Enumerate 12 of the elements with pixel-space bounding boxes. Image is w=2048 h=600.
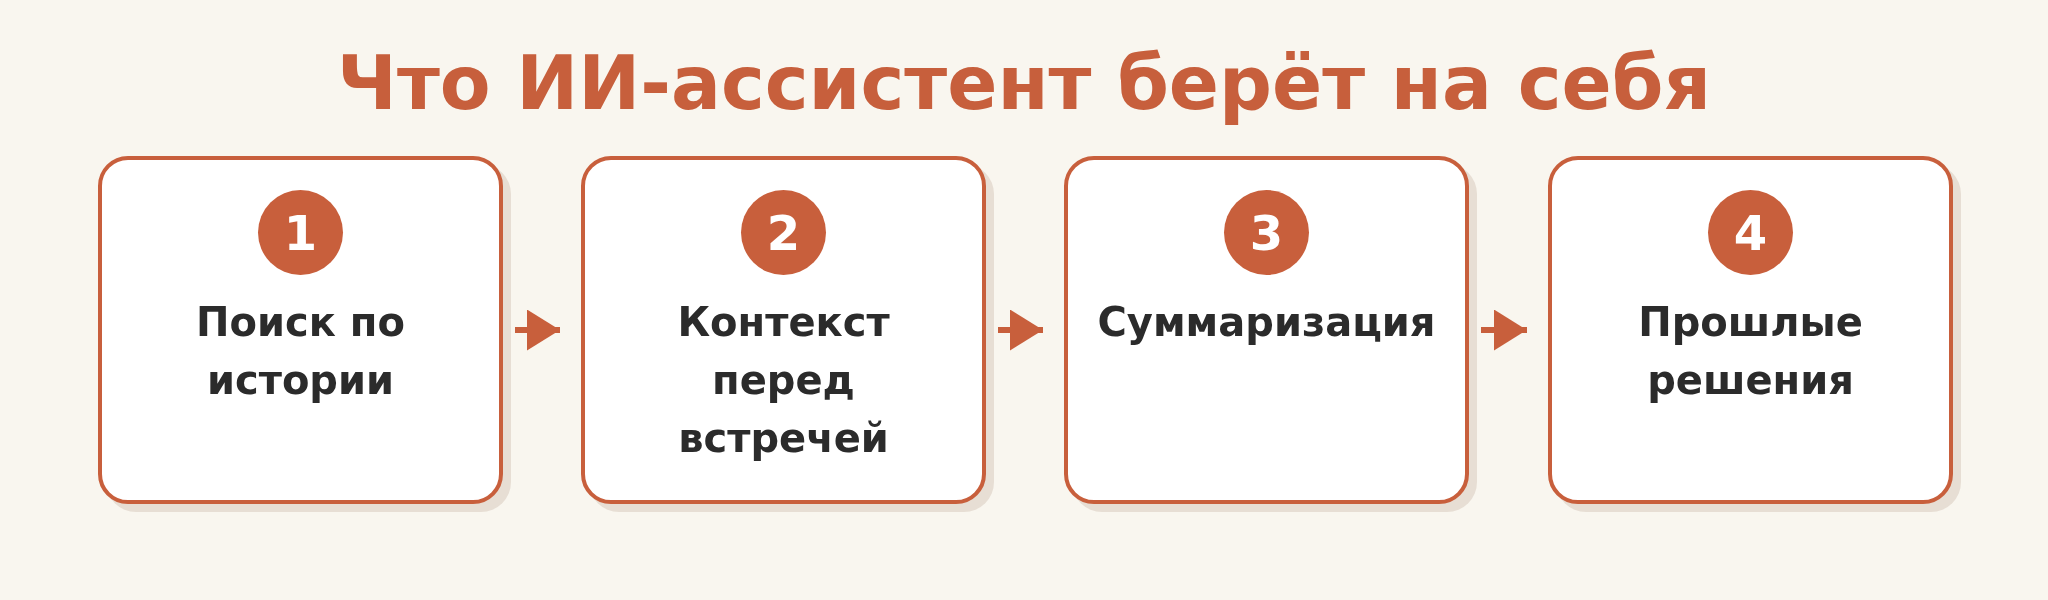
number-badge: 3 xyxy=(1224,190,1309,275)
number-badge: 1 xyxy=(258,190,343,275)
number-badge: 4 xyxy=(1708,190,1793,275)
number-badge: 2 xyxy=(741,190,826,275)
diagram-title: Что ИИ-ассистент берёт на себя xyxy=(337,39,1711,128)
arrow xyxy=(515,309,560,351)
step-label: Контекст перед встречей xyxy=(676,298,891,463)
step-label: Суммаризация xyxy=(1096,298,1437,347)
arrow xyxy=(1481,309,1527,351)
step-label: Прошлые решения xyxy=(1637,298,1864,405)
step-label: Поиск по истории xyxy=(195,298,406,405)
arrow xyxy=(998,309,1043,351)
